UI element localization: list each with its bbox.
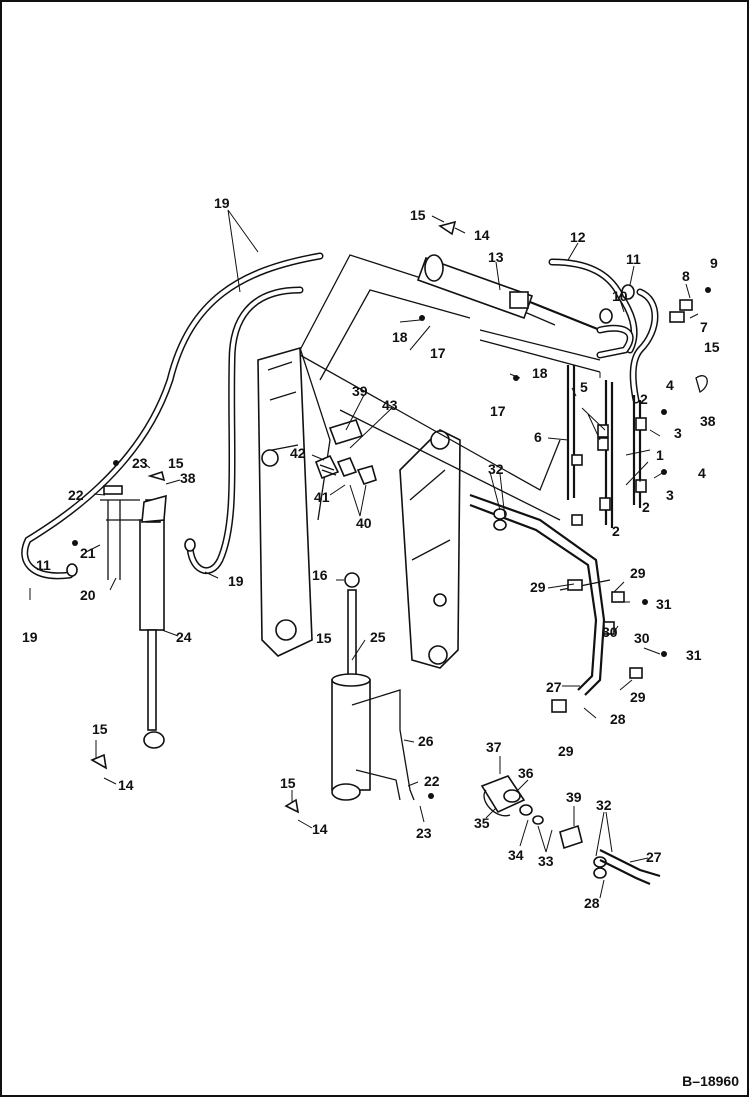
callout-2-bottom: 2 bbox=[612, 523, 620, 539]
tilt-cylinder-top bbox=[416, 220, 601, 332]
callout-31-a: 31 bbox=[656, 596, 672, 612]
callout-28-bottom: 28 bbox=[584, 895, 600, 911]
callout-41: 41 bbox=[314, 489, 330, 505]
callout-29-a: 29 bbox=[530, 579, 546, 595]
callout-27-mid: 27 bbox=[546, 679, 562, 695]
fittings bbox=[66, 284, 711, 879]
callout-8: 8 bbox=[682, 268, 690, 284]
callout-labels: 19 15 14 12 13 11 10 8 9 7 18 17 15 38 3… bbox=[22, 195, 720, 911]
callout-7: 7 bbox=[700, 319, 708, 335]
right-lift-arm bbox=[399, 429, 461, 669]
callout-37: 37 bbox=[486, 739, 502, 755]
callout-29-d: 29 bbox=[558, 743, 574, 759]
callout-17-left: 17 bbox=[430, 345, 446, 361]
callout-40: 40 bbox=[356, 515, 372, 531]
callout-22-center: 22 bbox=[424, 773, 440, 789]
leader-lines bbox=[29, 209, 699, 899]
callout-23-center: 23 bbox=[416, 825, 432, 841]
callout-20: 20 bbox=[80, 587, 96, 603]
steel-tubes bbox=[479, 329, 642, 528]
coupler-block bbox=[314, 419, 377, 485]
callout-19-bottom-left: 19 bbox=[22, 629, 38, 645]
callout-19-top: 19 bbox=[214, 195, 230, 211]
callout-29-b: 29 bbox=[630, 565, 646, 581]
callout-38-left: 38 bbox=[180, 470, 196, 486]
callout-15-left: 15 bbox=[168, 455, 184, 471]
callout-30-b: 30 bbox=[634, 630, 650, 646]
callout-4-top: 4 bbox=[666, 377, 674, 393]
callout-23-left: 23 bbox=[132, 455, 148, 471]
callout-32-bottom: 32 bbox=[596, 797, 612, 813]
callout-5: 5 bbox=[580, 379, 588, 395]
callout-9: 9 bbox=[710, 255, 718, 271]
callout-19-bottom-mid: 19 bbox=[228, 573, 244, 589]
callout-18-left: 18 bbox=[392, 329, 408, 345]
callout-14-bottom-center: 14 bbox=[312, 821, 328, 837]
callout-15-bottom-left: 15 bbox=[92, 721, 108, 737]
quick-coupler bbox=[480, 775, 661, 886]
lower-tubes bbox=[469, 493, 611, 696]
callout-35: 35 bbox=[474, 815, 490, 831]
hoses-left bbox=[21, 252, 324, 580]
callout-43: 43 bbox=[382, 397, 398, 413]
callout-15-right: 15 bbox=[704, 339, 720, 355]
callout-3-top: 3 bbox=[674, 425, 682, 441]
left-tilt-cylinder bbox=[90, 470, 167, 770]
callout-36: 36 bbox=[518, 765, 534, 781]
center-lift-cylinder bbox=[284, 589, 415, 814]
callout-6: 6 bbox=[534, 429, 542, 445]
clamps bbox=[551, 291, 708, 713]
callout-15-bottom-center: 15 bbox=[280, 775, 296, 791]
callout-1: 1 bbox=[656, 447, 664, 463]
figure-id-label: B–18960 bbox=[682, 1073, 739, 1089]
callout-39-bottom: 39 bbox=[566, 789, 582, 805]
callout-39-top: 39 bbox=[352, 383, 368, 399]
callout-29-c: 29 bbox=[630, 689, 646, 705]
callout-17-right: 17 bbox=[490, 403, 506, 419]
callout-26: 26 bbox=[418, 733, 434, 749]
callout-16: 16 bbox=[312, 567, 328, 583]
callout-12: 12 bbox=[570, 229, 586, 245]
callout-15-center: 15 bbox=[316, 630, 332, 646]
callout-38-right: 38 bbox=[700, 413, 716, 429]
callout-25: 25 bbox=[370, 629, 386, 645]
callout-13: 13 bbox=[488, 249, 504, 265]
callout-32-top: 32 bbox=[488, 461, 504, 477]
callout-11-left: 11 bbox=[36, 557, 51, 573]
callout-14-bottom-left: 14 bbox=[118, 777, 134, 793]
left-lift-arm bbox=[257, 346, 331, 657]
callout-3-bottom: 3 bbox=[666, 487, 674, 503]
callout-34: 34 bbox=[508, 847, 524, 863]
callout-22-left: 22 bbox=[68, 487, 84, 503]
callout-2-top: 2 bbox=[640, 391, 648, 407]
callout-42: 42 bbox=[290, 445, 306, 461]
callout-21: 21 bbox=[80, 545, 96, 561]
callout-4-bottom: 4 bbox=[698, 465, 706, 481]
callout-33: 33 bbox=[538, 853, 554, 869]
callout-2-mid: 2 bbox=[642, 499, 650, 515]
callout-30-a: 30 bbox=[602, 624, 618, 640]
callout-18-right: 18 bbox=[532, 365, 548, 381]
callout-27-bottom: 27 bbox=[646, 849, 662, 865]
callout-24: 24 bbox=[176, 629, 192, 645]
callout-15-top: 15 bbox=[410, 207, 426, 223]
callout-28-mid: 28 bbox=[610, 711, 626, 727]
callout-10: 10 bbox=[612, 288, 628, 304]
callout-31-b: 31 bbox=[686, 647, 702, 663]
callout-11-right: 11 bbox=[626, 251, 641, 267]
callout-14-top: 14 bbox=[474, 227, 490, 243]
